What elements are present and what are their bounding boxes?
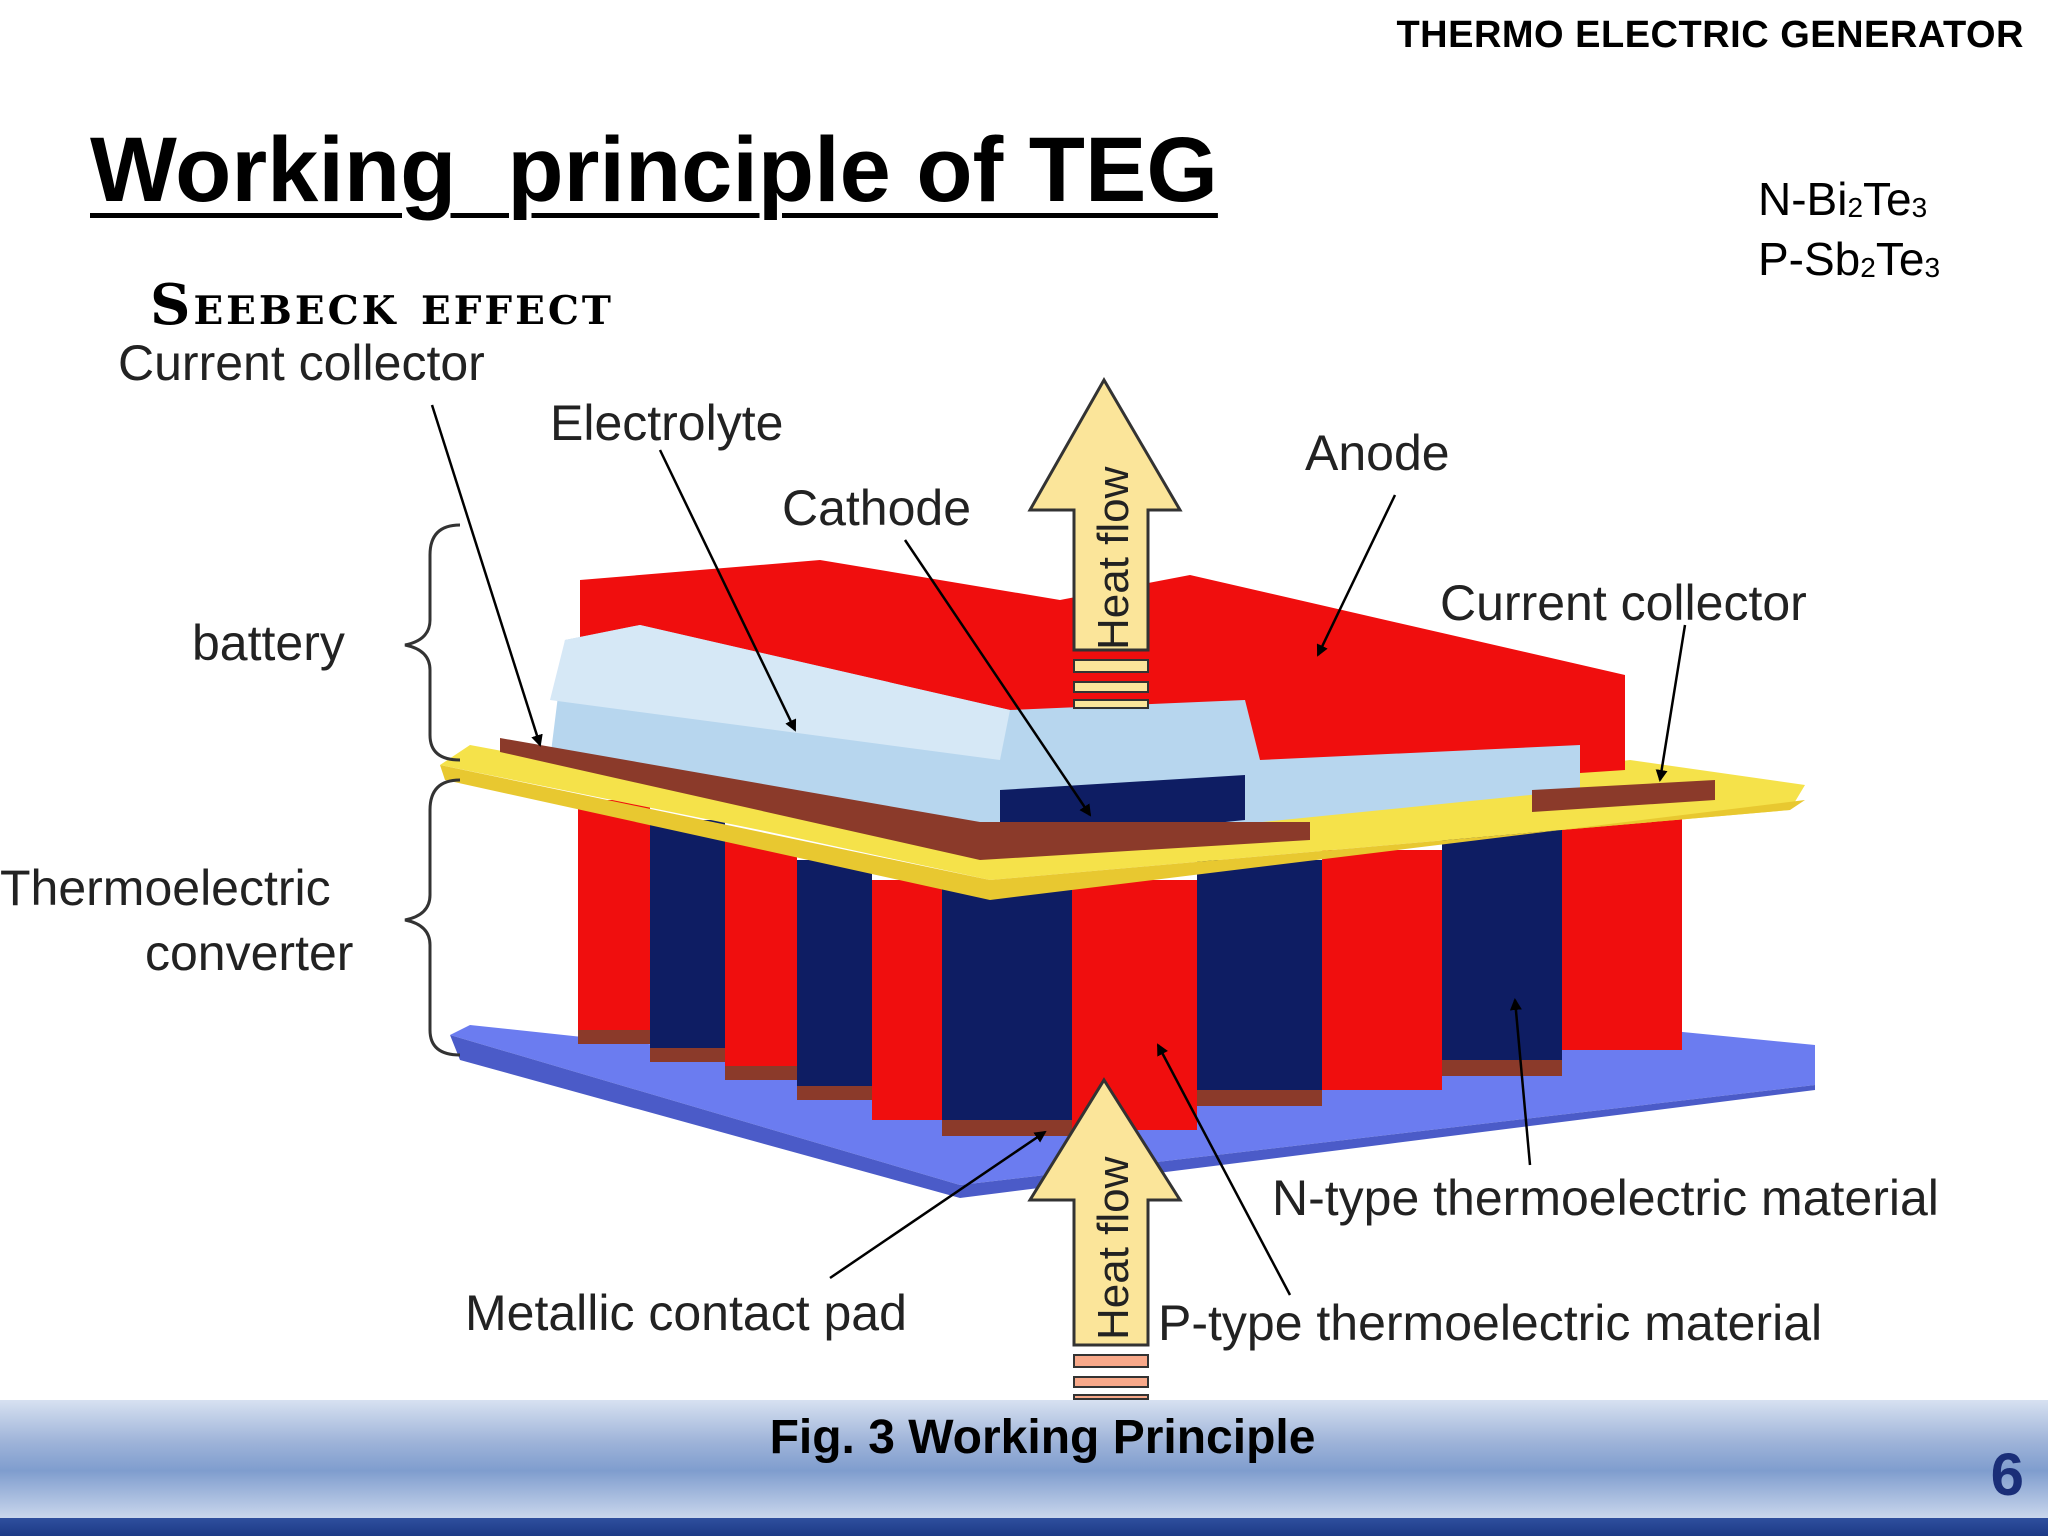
heat-flow-arrow-bottom: Heat flow <box>1027 1077 1183 1400</box>
battery-brace <box>404 523 461 762</box>
heat-flow-label-bottom: Heat flow <box>1089 1156 1138 1340</box>
label-current-collector-right: Current collector <box>1440 575 1807 631</box>
label-n-type: N-type thermoelectric material <box>1272 1170 1939 1226</box>
figure-caption: Fig. 3 Working Principle <box>769 1411 1316 1464</box>
page-number: 6 <box>1990 1441 2024 1508</box>
label-thermoelectric: Thermoelectric <box>0 860 331 916</box>
contact-strip-right <box>1532 780 1715 812</box>
contact-strip-left <box>500 738 1310 860</box>
header-title: THERMO ELECTRIC GENERATOR <box>1396 14 2024 56</box>
label-current-collector-left: Current collector <box>118 335 485 391</box>
slide-title: Working principle of TEG <box>90 119 1218 221</box>
label-anode: Anode <box>1305 425 1450 481</box>
formula-p-type: P-Sb2Te3 <box>1758 233 1941 285</box>
formula-n-type: N-Bi2Te3 <box>1758 173 1928 225</box>
collector-film <box>440 745 1805 880</box>
heat-flow-arrow-top: Heat flow <box>1027 376 1183 709</box>
slide-subtitle: Seebeck effect <box>150 272 614 338</box>
label-contact-pad: Metallic contact pad <box>465 1285 907 1341</box>
label-converter: converter <box>145 925 353 981</box>
label-battery: battery <box>192 615 345 671</box>
heat-flow-label-top: Heat flow <box>1089 466 1138 650</box>
footer-line <box>0 1518 2048 1536</box>
teg-diagram: Heat flow Heat flow Current collector El… <box>0 335 1939 1400</box>
footer-band <box>0 1400 2048 1518</box>
label-electrolyte: Electrolyte <box>550 395 783 451</box>
converter-brace <box>404 778 461 1057</box>
label-p-type: P-type thermoelectric material <box>1158 1295 1822 1351</box>
thermoelectric-legs <box>578 800 1682 1136</box>
label-cathode: Cathode <box>782 480 971 536</box>
